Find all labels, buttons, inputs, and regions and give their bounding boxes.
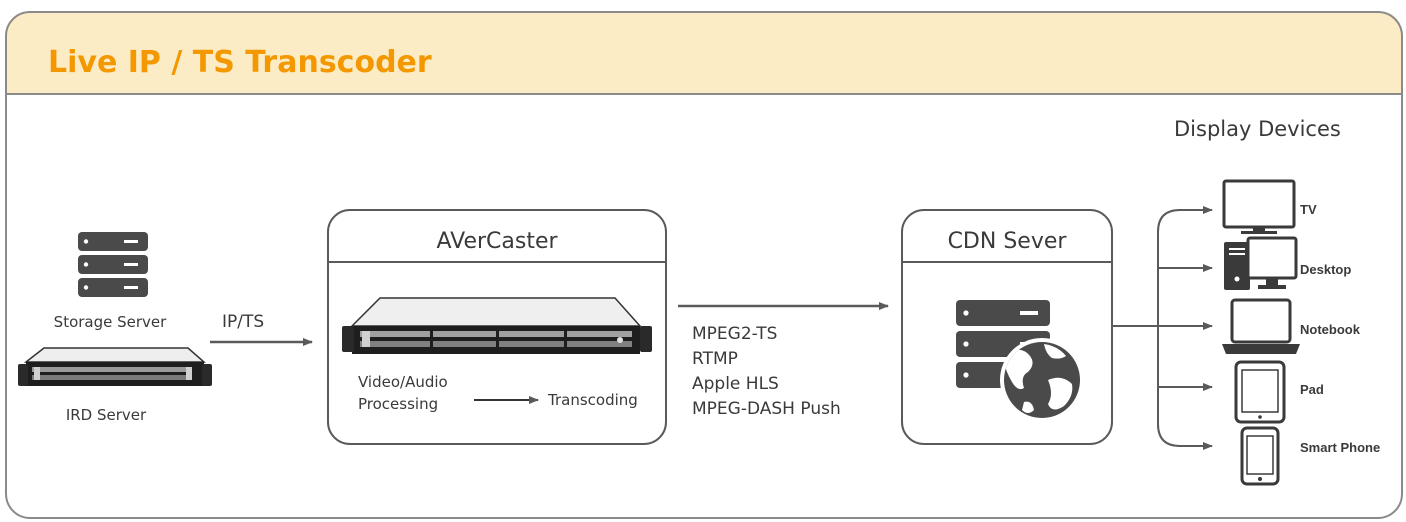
display-devices-heading: Display Devices — [1174, 117, 1341, 141]
device-arrows — [1158, 206, 1213, 450]
device-label-tv: TV — [1300, 202, 1317, 217]
smartphone-icon — [1240, 426, 1280, 486]
tv-icon — [1222, 179, 1296, 234]
protocol-item: MPEG2-TS — [692, 324, 777, 344]
protocol-item: Apple HLS — [692, 374, 779, 394]
transcoding-label: Transcoding — [547, 391, 638, 409]
device-label-notebook: Notebook — [1300, 322, 1361, 337]
pad-icon — [1234, 360, 1286, 424]
avercaster-device-icon — [342, 297, 652, 354]
protocol-item: RTMP — [692, 349, 738, 369]
ip-ts-label: IP/TS — [222, 312, 264, 332]
protocol-item: MPEG-DASH Push — [692, 399, 841, 419]
processing-line2: Processing — [358, 395, 438, 413]
distribution-connector — [1112, 209, 1210, 447]
device-label-pad: Pad — [1300, 382, 1324, 397]
device-label-desktop: Desktop — [1300, 262, 1351, 277]
page-title: Live IP / TS Transcoder — [48, 45, 432, 80]
processing-line1: Video/Audio — [358, 373, 448, 391]
storage-server-icon — [78, 232, 148, 297]
ird-server-icon — [18, 347, 212, 386]
device-label-smartphone: Smart Phone — [1300, 440, 1380, 455]
desktop-icon — [1224, 236, 1298, 290]
cdn-title: CDN Sever — [948, 229, 1068, 254]
avercaster-title: AVerCaster — [436, 229, 558, 254]
panel — [5, 11, 1403, 519]
notebook-icon — [1222, 298, 1300, 354]
storage-server-label: Storage Server — [54, 313, 167, 331]
globe-icon — [1000, 338, 1084, 422]
ird-server-label: IRD Server — [66, 406, 147, 424]
